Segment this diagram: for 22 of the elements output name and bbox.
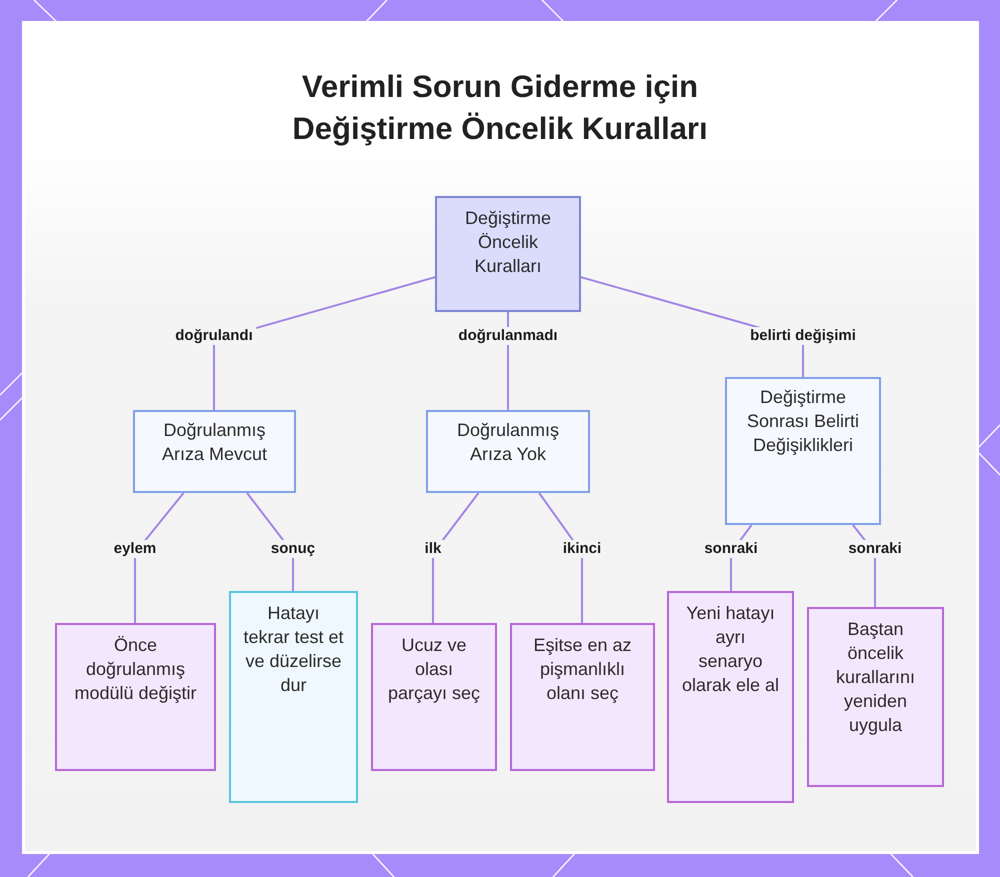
node-label: Değiştirme Öncelik Kuralları (464, 207, 552, 278)
process-box (667, 591, 794, 803)
node-label: Yeni hatayı ayrı senaryo olarak ele al (681, 602, 780, 697)
process-box (807, 607, 944, 787)
process-box (725, 377, 881, 525)
connector-line (432, 492, 480, 623)
node-label: Ucuz ve olası parçayı seç (386, 634, 482, 705)
process-box (510, 623, 655, 771)
node-label: Doğrulanmış Arıza Yok (456, 419, 560, 466)
process-box (371, 623, 497, 771)
node-label: Baştan öncelik kurallarını yeniden uygula (834, 618, 916, 737)
process-box (426, 410, 590, 493)
node-label: Doğrulanmış Arıza Mevcut (160, 419, 268, 466)
process-box (229, 591, 358, 803)
diagram-title: Verimli Sorun Giderme için Değiştirme Öncelik Kuralları (291, 68, 709, 148)
node-label: Değiştirme Sonrası Belirti Değişiklikleri (746, 386, 860, 457)
node-label: Eşitse en az pişmanlıklı olanı seç (532, 634, 633, 705)
process-box (133, 410, 296, 493)
process-box (55, 623, 216, 771)
node-label: Önce doğrulanmış modülü değiştir (73, 634, 198, 705)
node-label: Hatayı tekrar test et ve düzelirse dur (243, 602, 344, 697)
process-box (435, 196, 581, 312)
